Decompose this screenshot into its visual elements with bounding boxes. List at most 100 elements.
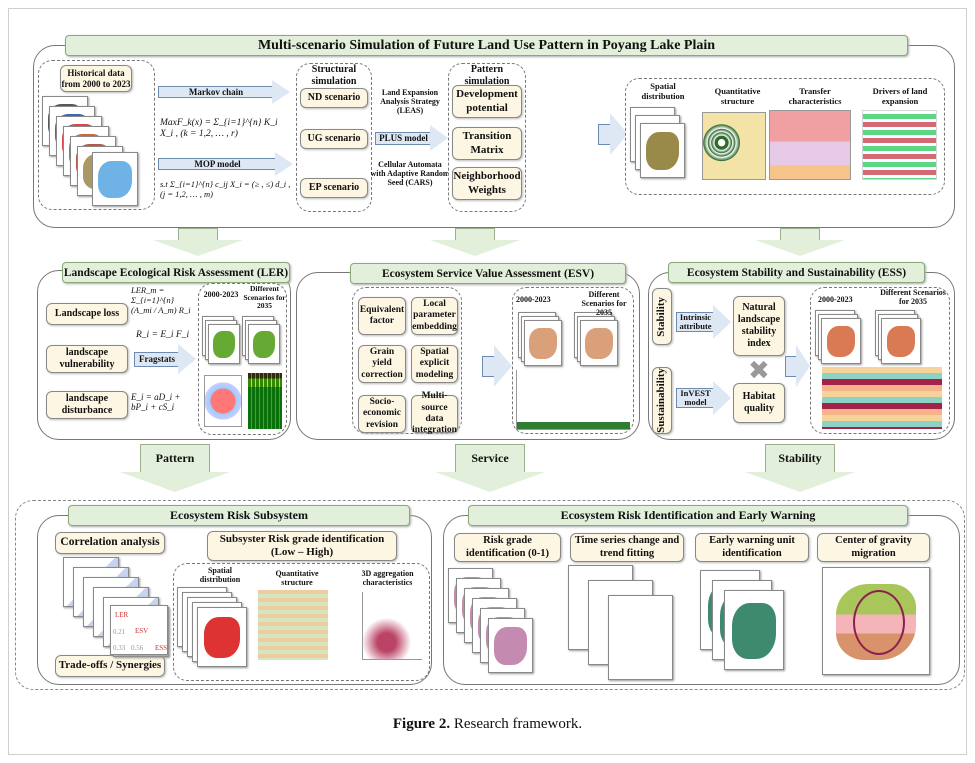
subsystem-quantitative-chart xyxy=(258,590,328,660)
matrix-label: ESS xyxy=(155,644,168,652)
quantitative-structure-chart xyxy=(702,112,766,180)
ess-scenarios-label: Different Scenarios for 2035 xyxy=(880,288,946,307)
invest-model-label: InVEST model xyxy=(680,387,711,407)
to-results-arrow xyxy=(528,113,628,155)
tradeoffs-synergies-box: Trade-offs / Synergies xyxy=(55,655,165,677)
intrinsic-attribute-label: Intrinsic attribute xyxy=(679,311,712,331)
landscape-disturbance-box: landscape disturbance xyxy=(46,391,128,419)
transfer-sankey-chart xyxy=(769,110,851,180)
matrix-value: 0.21 xyxy=(113,628,126,636)
risk-grade-box: Risk grade identification (0-1) xyxy=(454,533,561,562)
down-arrow xyxy=(430,228,520,258)
pattern-flow-arrow: Pattern xyxy=(120,444,230,494)
equivalent-factor-box: Equivalent factor xyxy=(358,297,406,335)
subsystem-quantitative-label: Quantitative structure xyxy=(275,569,319,588)
risk-grade-map xyxy=(488,618,533,673)
stability-flow-label: Stability xyxy=(765,444,835,472)
esv-period-label: 2000-2023 xyxy=(516,295,551,304)
stability-label: Stability xyxy=(655,296,668,337)
spatial-explicit-modeling-box: Spatial explicit modeling xyxy=(411,345,458,383)
esv-to-results-arrow xyxy=(462,345,512,387)
markov-chain-label: Markov chain xyxy=(188,87,244,97)
mop-model-label: MOP model xyxy=(194,159,241,169)
caption-text: Research framework. xyxy=(450,716,583,732)
stability-flow-arrow: Stability xyxy=(745,444,855,494)
caption-label: Figure 2. xyxy=(392,716,451,732)
nd-scenario-box: ND scenario xyxy=(300,88,368,108)
development-potential-box: Development potential xyxy=(452,85,522,118)
cars-label: Cellular Automata with Adaptive Random S… xyxy=(370,160,450,188)
constraint-formula: s.t Σ_{i=1}^{n} c_ij X_i = (≥ , ≤) d_i ,… xyxy=(160,179,291,199)
spatial-distribution-label: Spatial distribution xyxy=(641,81,685,101)
structural-simulation-label: Structural simulation xyxy=(311,64,357,87)
ler-chord-chart xyxy=(204,375,242,427)
max-objective-formula: MaxF_k(x) = Σ_{i=1}^{n} K_i X_i , (k = 1… xyxy=(160,118,278,139)
service-flow-label: Service xyxy=(455,444,525,472)
subsystem-3d-scatter xyxy=(362,592,422,660)
ug-scenario-box: UG scenario xyxy=(300,129,368,149)
intrinsic-attribute-arrow: Intrinsic attribute xyxy=(676,305,731,339)
early-warning-unit-box: Early warning unit identification xyxy=(695,533,809,562)
ess-title: Ecosystem Stability and Sustainability (… xyxy=(668,262,925,283)
stability-box: Stability xyxy=(652,288,672,345)
plus-model-arrow: PLUS model xyxy=(375,125,448,151)
ess-to-results-arrow xyxy=(785,345,810,387)
ler-title: Landscape Ecological Risk Assessment (LE… xyxy=(62,262,290,283)
down-arrow xyxy=(755,228,845,258)
ler-formula: LER_m = Σ_{i=1}^{n} (A_mi / A_m) R_i xyxy=(131,285,191,315)
ess-alluvial-chart xyxy=(822,367,942,429)
historical-data-label: Historical data from 2000 to 2023 xyxy=(60,65,132,92)
quantitative-structure-label: Quantitative structure xyxy=(714,86,761,106)
subsystem-spatial-label: Spatial distribution xyxy=(199,566,241,585)
center-gravity-box: Center of gravity migration xyxy=(817,533,930,562)
neighborhood-weights-box: Neighborhood Weights xyxy=(452,167,522,200)
figure-frame xyxy=(8,8,967,755)
figure-caption: Figure 2. Research framework. xyxy=(0,716,975,733)
sustainability-box: Sustainability xyxy=(652,367,672,434)
landscape-vulnerability-box: landscape vulnerability xyxy=(46,345,128,373)
matrix-value: 0.56 xyxy=(131,644,144,652)
transition-matrix-box: Transition Matrix xyxy=(452,127,522,160)
matrix-value: 0.33 xyxy=(113,644,126,652)
historical-map xyxy=(92,152,138,206)
grain-yield-correction-box: Grain yield correction xyxy=(358,345,406,383)
invest-model-arrow: InVEST model xyxy=(676,381,731,415)
esv-title: Ecosystem Service Value Assessment (ESV) xyxy=(350,263,626,284)
spatial-distribution-map xyxy=(640,123,685,178)
subsystem-3d-label: 3D aggregation characteristics xyxy=(361,569,414,588)
ler-scenarios-label: Different Scenarios for 2035 xyxy=(243,284,286,311)
center-gravity-map xyxy=(822,567,930,675)
ess-period-label: 2000-2023 xyxy=(818,295,853,304)
fragstats-label: Fragstats xyxy=(139,354,175,364)
transfer-characteristics-label: Transfer characteristics xyxy=(788,86,842,106)
esv-scenarios-label: Different Scenarios for 2035 xyxy=(581,290,627,318)
correlation-analysis-box: Correlation analysis xyxy=(55,532,165,554)
fragstats-arrow: Fragstats xyxy=(134,344,196,374)
early-warning-map xyxy=(724,590,784,670)
time-series-box: Time series change and trend fitting xyxy=(570,533,684,562)
esv-map-2035 xyxy=(580,320,618,366)
drivers-bar-chart xyxy=(862,110,937,180)
ler-period-label: 2000-2023 xyxy=(203,290,239,299)
leas-label: Land Expansion Analysis Strategy (LEAS) xyxy=(380,88,440,116)
plus-model-label: PLUS model xyxy=(379,133,428,143)
drivers-land-expansion-label: Drivers of land expansion xyxy=(872,86,928,106)
mop-model-arrow: MOP model xyxy=(158,152,293,176)
markov-chain-arrow: Markov chain xyxy=(158,80,290,104)
pattern-simulation-label: Pattern simulation xyxy=(464,64,510,87)
local-parameter-embedding-box: Local parameter embedding xyxy=(411,297,458,335)
sustainability-label: Sustainability xyxy=(655,368,668,433)
esv-bar-line-chart xyxy=(516,370,630,430)
down-arrow xyxy=(153,228,243,258)
ess-map-2000-2023 xyxy=(821,318,861,364)
natural-landscape-stability-index-box: Natural landscape stability index xyxy=(733,296,785,356)
ler-map-2035 xyxy=(248,324,280,364)
matrix-label: LER xyxy=(115,611,129,619)
service-flow-arrow: Service xyxy=(435,444,545,494)
disturbance-formula: E_i = aD_i + bP_i + cS_i xyxy=(131,392,181,413)
subsystem-risk-map xyxy=(197,607,247,667)
main-title: Multi-scenario Simulation of Future Land… xyxy=(65,35,908,56)
multi-source-data-integration-box: Multi-source data integration xyxy=(411,391,458,436)
pattern-flow-label: Pattern xyxy=(140,444,210,472)
